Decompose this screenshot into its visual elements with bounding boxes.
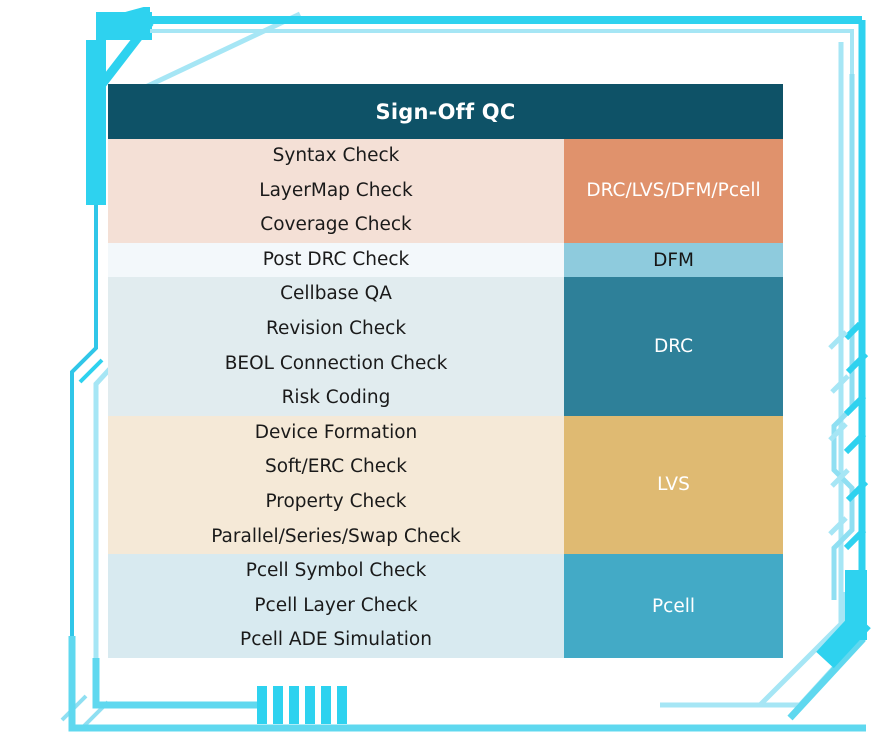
task-label: Pcell Symbol Check [245, 560, 427, 582]
task-label: Risk Coding [281, 387, 391, 409]
connector-pin [257, 686, 267, 724]
table-header: Sign-Off QC [108, 84, 784, 139]
trace-top-left-block [96, 12, 152, 40]
task-label: Syntax Check [272, 145, 400, 166]
task-label: Device Formation [254, 421, 418, 443]
category-cell: LVS [564, 415, 784, 555]
task-label: Revision Check [265, 317, 407, 339]
task-label: Pcell Layer Check [254, 594, 418, 616]
task-label: Soft/ERC Check [264, 456, 408, 478]
zigzag-shadow [828, 422, 848, 442]
zigzag-stub [843, 431, 867, 455]
table-header-row: Sign-Off QC [108, 84, 784, 139]
connector-pin [337, 686, 347, 724]
zigzag-shadow [830, 468, 850, 488]
connector-pin [273, 686, 283, 724]
zigzag-stub [843, 321, 863, 341]
trace-bottom-left-inner [92, 658, 262, 709]
trace-left-thin-a [70, 205, 98, 636]
trace-left-stub-1 [78, 358, 104, 384]
zigzag-stub [845, 351, 869, 375]
right-zigzag-stubs [843, 321, 869, 551]
task-label: Cellbase QA [280, 283, 392, 305]
trace-bottom-right-bright [787, 588, 866, 721]
task-label: Parallel/Series/Swap Check [211, 525, 461, 547]
zigzag-shadow [828, 516, 848, 536]
task-label: Post DRC Check [262, 248, 410, 270]
category-cell: DRC [564, 277, 784, 416]
zigzag-shadow [828, 330, 848, 350]
trace-bottom-right-thick [816, 611, 871, 669]
zigzag-stub [843, 527, 867, 551]
task-label: LayerMap Check [259, 179, 413, 201]
connector-pin [305, 686, 315, 724]
task-cell: Post DRC Check [108, 242, 564, 278]
category-cell: DRC/LVS/DFM/Pcell [564, 139, 784, 243]
trace-top-pale [150, 29, 854, 74]
trace-top-left-nub [98, 7, 150, 41]
trace-left-stub-3 [82, 700, 110, 728]
category-cell: DFM [564, 242, 784, 278]
connector-pins [257, 686, 347, 724]
zigzag-stub [845, 479, 869, 503]
connector-pin [289, 686, 299, 724]
table-row: Post DRC Check DFM [108, 242, 784, 278]
trace-bottom-right-block [845, 570, 867, 640]
page-title: Sign-Off QC [108, 84, 784, 139]
right-zigzag-shadow [828, 330, 850, 536]
task-label: BEOL Connection Check [224, 352, 448, 374]
zigzag-stub [843, 393, 867, 417]
connector-pin [321, 686, 331, 724]
task-label: Property Check [265, 490, 407, 512]
zigzag-shadow [830, 374, 850, 394]
task-label: Pcell ADE Simulation [240, 629, 432, 651]
trace-left-stub-2 [60, 694, 88, 722]
task-label: Coverage Check [260, 214, 412, 236]
category-cell: Pcell [564, 554, 784, 658]
trace-right-mid [831, 74, 855, 600]
